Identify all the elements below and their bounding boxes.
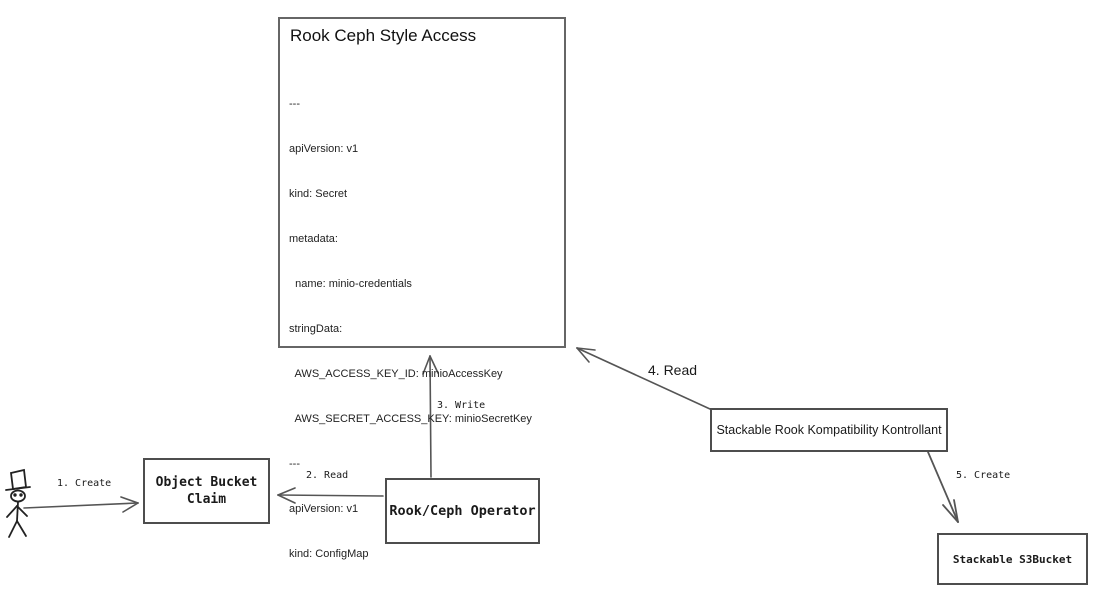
edge-label-3-write: 3. Write bbox=[437, 400, 486, 411]
node-label: Claim bbox=[186, 492, 227, 507]
node-label: Object Bucket bbox=[155, 475, 258, 490]
edge-label-5-create: 5. Create bbox=[956, 470, 1011, 481]
main-box-title: Rook Ceph Style Access bbox=[290, 26, 477, 45]
arrow-5-create bbox=[927, 451, 959, 523]
edge-label-2-read: 2. Read bbox=[306, 470, 349, 481]
node-object-bucket-claim: Object Bucket Claim bbox=[143, 458, 270, 524]
arrow-1-create bbox=[23, 496, 139, 513]
arrow-4-read bbox=[576, 347, 711, 410]
node-label: Rook/Ceph Operator bbox=[389, 503, 536, 519]
user-stick-figure-icon bbox=[5, 468, 31, 538]
node-stackable-s3bucket: Stackable S3Bucket bbox=[937, 533, 1088, 585]
node-label: Stackable Rook Kompatibility Kontrollant bbox=[716, 423, 942, 437]
edge-label-4-read: 4. Read bbox=[648, 362, 698, 378]
node-stackable-rook-kompatibility-kontrollant: Stackable Rook Kompatibility Kontrollant bbox=[710, 408, 948, 452]
node-label: Stackable S3Bucket bbox=[952, 552, 1073, 566]
edge-label-1-create: 1. Create bbox=[57, 478, 112, 489]
yaml-manifest-text: --- apiVersion: v1 kind: Secret metadata… bbox=[289, 98, 532, 560]
node-rook-ceph-style-access: Rook Ceph Style Access --- apiVersion: v… bbox=[278, 17, 566, 560]
node-rook-ceph-operator: Rook/Ceph Operator bbox=[385, 478, 540, 544]
